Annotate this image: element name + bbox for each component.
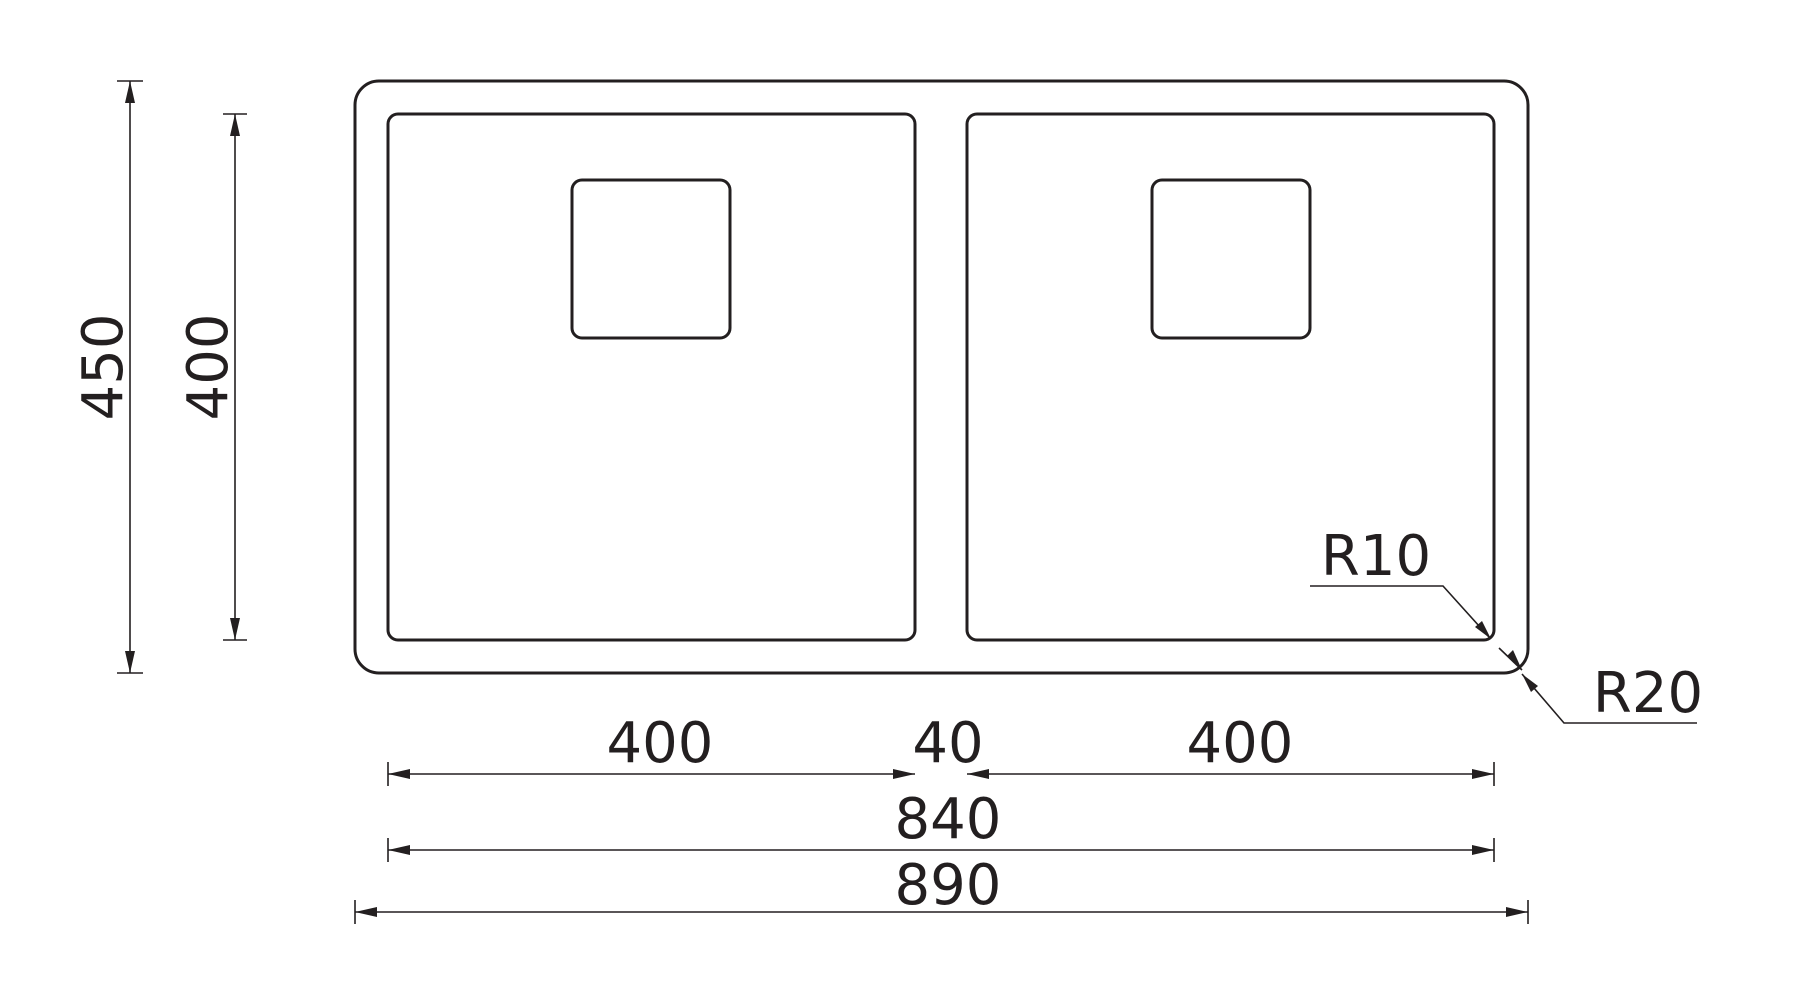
dim-total-width-label: 890 (895, 853, 1002, 918)
left-drain-outline (570, 178, 732, 340)
dim-divider-width-label: 40 (912, 711, 983, 776)
dim-bowl-widths: 400 40 400 (387, 711, 1495, 786)
right-drain-outline (1150, 178, 1312, 340)
dim-outer-radius-label: R20 (1593, 661, 1703, 726)
sink-outer-outline (353, 79, 1530, 675)
dim-bowl-height: 400 (176, 113, 247, 641)
dim-bowl-height-label: 400 (176, 314, 241, 421)
dim-total-height: 450 (71, 80, 143, 674)
dim-right-bowl-width-label: 400 (1187, 711, 1294, 776)
right-bowl-outline (965, 112, 1496, 642)
dim-inner-width: 840 (387, 787, 1495, 862)
dim-total-width: 890 (354, 853, 1529, 924)
dim-outer-radius: R20 (1498, 647, 1703, 726)
dim-inner-radius: R10 (1310, 524, 1491, 639)
left-bowl-outline (386, 112, 917, 642)
dim-inner-width-label: 840 (895, 787, 1002, 852)
dim-inner-radius-label: R10 (1321, 524, 1431, 589)
dim-left-bowl-width-label: 400 (607, 711, 714, 776)
dim-total-height-label: 450 (71, 314, 136, 421)
